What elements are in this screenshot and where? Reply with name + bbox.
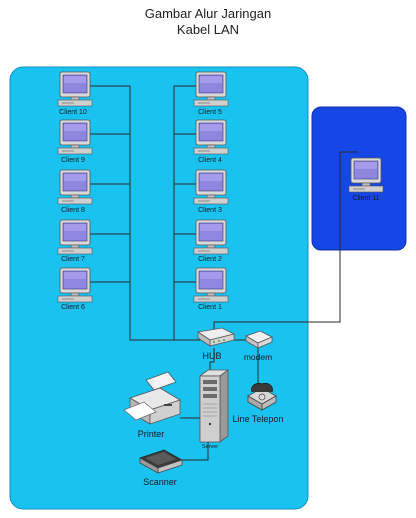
client-4[interactable]: Client 4	[193, 119, 229, 164]
scanner[interactable]: Scanner	[139, 449, 183, 487]
scanner-label: Scanner	[143, 477, 177, 487]
hub-label: HUB	[202, 351, 221, 361]
client-10[interactable]: Client 10	[57, 71, 93, 116]
client-8-label: Client 8	[61, 207, 85, 214]
server-icon	[199, 375, 221, 443]
lan-panel	[9, 66, 309, 510]
client-6[interactable]: Client 6	[57, 267, 93, 311]
printer-label: Printer	[138, 429, 165, 439]
modem[interactable]: modem	[244, 330, 273, 362]
phone-label: Line Telepon	[233, 414, 284, 424]
client-3[interactable]: Client 3	[193, 169, 229, 214]
client-10-label: Client 10	[59, 109, 87, 116]
client-6-label: Client 6	[61, 304, 85, 311]
telephone[interactable]: Line Telepon	[233, 383, 284, 424]
client-9-label: Client 9	[61, 157, 85, 164]
client-7-label: Client 7	[61, 256, 85, 263]
client-11-label: Client 11	[352, 195, 379, 202]
client-1[interactable]: Client 1	[193, 267, 229, 311]
client-3-label: Client 3	[198, 207, 222, 214]
title-line-1: Gambar Alur Jaringan	[144, 6, 272, 21]
client-11[interactable]: Client 11	[348, 157, 384, 202]
client-4-label: Client 4	[198, 157, 222, 164]
client-7[interactable]: Client 7	[57, 219, 93, 263]
client-9[interactable]: Client 9	[57, 119, 93, 164]
server-label: Server	[202, 444, 218, 450]
client-2-label: Client 2	[198, 256, 222, 263]
client-5[interactable]: Client 5	[193, 71, 229, 116]
lan-cables	[88, 85, 358, 461]
title-line-2: Kabel LAN	[176, 22, 240, 37]
client-1-label: Client 1	[198, 304, 222, 311]
client-5-label: Client 5	[198, 109, 222, 116]
server[interactable]: Server	[198, 369, 230, 450]
client-2[interactable]: Client 2	[193, 219, 229, 263]
diagram-title: Gambar Alur Jaringan Kabel LAN	[0, 6, 416, 38]
modem-label: modem	[244, 352, 272, 362]
hub[interactable]: HUB	[196, 327, 236, 361]
client-8[interactable]: Client 8	[57, 169, 93, 214]
printer[interactable]: Printer	[123, 371, 181, 439]
